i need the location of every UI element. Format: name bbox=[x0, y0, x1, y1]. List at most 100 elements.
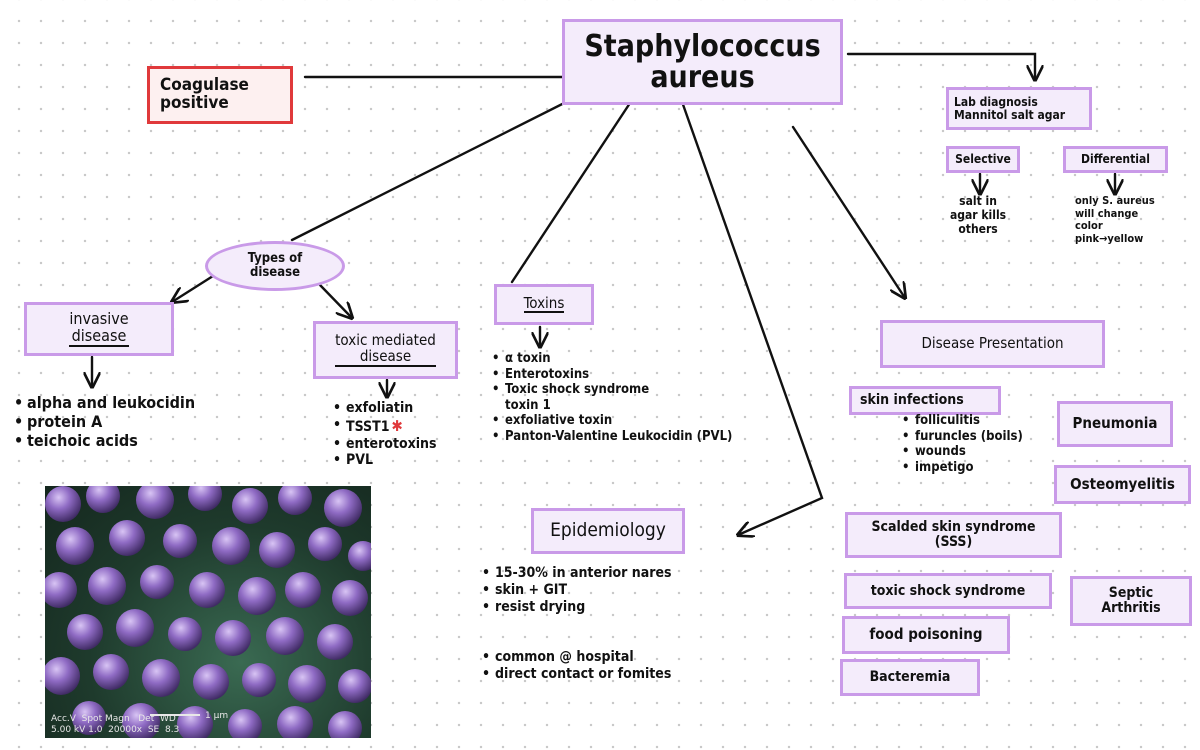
list-item-text: TSST1 bbox=[346, 418, 390, 435]
link-title-lab bbox=[846, 52, 1035, 80]
scalded-skin-label: Scalded skin syndrome (SSS) bbox=[871, 519, 1036, 550]
coccus-cell bbox=[56, 527, 94, 565]
differential-label: Differential bbox=[1081, 152, 1150, 167]
sem-micrograph-image: 1 μm Acc.V Spot Magn Det WD 5.00 kV 1.0 … bbox=[45, 486, 371, 738]
toxic-list: exfoliatin TSST1✱ enterotoxins PVL bbox=[333, 400, 473, 469]
coccus-cell bbox=[189, 572, 225, 608]
coccus-cell bbox=[45, 486, 81, 522]
epidemiology-list-2: common @ hospital direct contact or fomi… bbox=[482, 649, 742, 683]
septic-arthritis-label: Septic Arthritis bbox=[1101, 585, 1161, 616]
list-item: exfoliatin bbox=[333, 400, 473, 417]
toxic-mediated-disease-box: toxic mediated disease bbox=[313, 321, 458, 379]
invasive-heading: invasive disease bbox=[69, 309, 129, 347]
coccus-cell bbox=[67, 614, 103, 650]
coccus-cell bbox=[86, 486, 120, 513]
coccus-cell bbox=[278, 486, 312, 515]
coccus-cell bbox=[232, 488, 268, 524]
pneumonia-label: Pneumonia bbox=[1072, 414, 1158, 433]
epidemiology-box: Epidemiology bbox=[531, 508, 685, 554]
list-item: skin + GIT bbox=[482, 582, 742, 599]
toxins-box: Toxins bbox=[494, 284, 594, 325]
toxins-list: α toxin Enterotoxins Toxic shock syndrom… bbox=[492, 351, 792, 445]
coccus-cell bbox=[285, 572, 321, 608]
list-item: exfoliative toxin bbox=[492, 413, 792, 429]
coccus-cell bbox=[212, 527, 250, 565]
coccus-cell bbox=[136, 486, 174, 519]
selective-note: salt in agar kills others bbox=[950, 194, 1007, 236]
coccus-cell bbox=[338, 669, 371, 703]
list-item: folliculitis bbox=[902, 413, 1062, 429]
osteomyelitis-label: Osteomyelitis bbox=[1070, 474, 1175, 493]
osteomyelitis-box: Osteomyelitis bbox=[1054, 465, 1191, 504]
toxic-heading: toxic mediated disease bbox=[335, 331, 436, 367]
lab-diagnosis-box: Lab diagnosis Mannitol salt agar bbox=[946, 87, 1092, 130]
coccus-cell bbox=[140, 565, 174, 599]
coccus-cell bbox=[277, 706, 313, 738]
toxic-shock-syndrome-box: toxic shock syndrome bbox=[844, 573, 1052, 609]
skin-infections-list: folliculitis furuncles (boils) wounds im… bbox=[902, 413, 1062, 475]
list-item: Toxic shock syndrome toxin 1 bbox=[492, 382, 792, 413]
link-title-presentation bbox=[791, 125, 905, 298]
link-title-types bbox=[290, 83, 602, 242]
coccus-cell bbox=[45, 657, 80, 695]
link-types-toxic bbox=[318, 283, 352, 318]
list-item: alpha and leukocidin bbox=[14, 393, 234, 412]
bacteremia-box: Bacteremia bbox=[840, 659, 980, 696]
list-item: wounds bbox=[902, 444, 1062, 460]
title-text: Staphylococcus aureus bbox=[584, 28, 821, 95]
list-item: impetigo bbox=[902, 460, 1062, 476]
pneumonia-box: Pneumonia bbox=[1057, 401, 1173, 447]
list-item-text: exfoliatin bbox=[346, 400, 414, 416]
invasive-list: alpha and leukocidin protein A teichoic … bbox=[14, 393, 234, 451]
coccus-cell bbox=[238, 577, 276, 615]
coccus-cell bbox=[88, 567, 126, 605]
coccus-cell bbox=[45, 572, 77, 608]
types-of-disease-text: Types of disease bbox=[247, 251, 303, 280]
coccus-cell bbox=[109, 520, 145, 556]
differential-note: only S. aureus will change color pink→ye… bbox=[1075, 194, 1155, 245]
list-item: TSST1✱ bbox=[333, 417, 473, 436]
coccus-cell bbox=[266, 617, 304, 655]
toxins-heading: Toxins bbox=[523, 293, 565, 314]
coccus-cell bbox=[163, 524, 197, 558]
list-item: enterotoxins bbox=[333, 436, 473, 453]
coccus-cell bbox=[328, 711, 362, 738]
list-item: furuncles (boils) bbox=[902, 429, 1062, 445]
scalded-skin-syndrome-box: Scalded skin syndrome (SSS) bbox=[845, 512, 1062, 558]
list-item: α toxin bbox=[492, 351, 792, 367]
red-star-icon: ✱ bbox=[391, 416, 403, 435]
food-poisoning-label: food poisoning bbox=[869, 625, 983, 644]
epidemiology-list-1: 15-30% in anterior nares skin + GIT resi… bbox=[482, 565, 742, 615]
coccus-cell bbox=[332, 580, 368, 616]
list-item: protein A bbox=[14, 412, 234, 431]
invasive-disease-box: invasive disease bbox=[24, 302, 174, 356]
bacteremia-label: Bacteremia bbox=[869, 669, 951, 686]
skin-infections-box: skin infections bbox=[849, 386, 1001, 415]
title-box-staphylococcus-aureus: Staphylococcus aureus bbox=[562, 19, 843, 105]
selective-label: Selective bbox=[955, 152, 1011, 167]
coccus-cell bbox=[93, 654, 129, 690]
link-title-toxins bbox=[510, 98, 634, 284]
coccus-cell bbox=[193, 664, 229, 700]
coccus-cell bbox=[324, 489, 362, 527]
list-item: Panton-Valentine Leukocidin (PVL) bbox=[492, 429, 792, 445]
list-item: PVL bbox=[333, 452, 473, 469]
epidemiology-heading: Epidemiology bbox=[550, 519, 666, 542]
coccus-cell bbox=[168, 617, 202, 651]
toxic-shock-label: toxic shock syndrome bbox=[870, 582, 1026, 599]
lab-heading: Lab diagnosis Mannitol salt agar bbox=[954, 94, 1066, 122]
list-item: 15-30% in anterior nares bbox=[482, 565, 742, 582]
coagulase-positive-box: Coagulase positive bbox=[147, 66, 293, 124]
link-title-epidemiology bbox=[678, 94, 824, 535]
coccus-cell bbox=[72, 701, 106, 735]
differential-box: Differential bbox=[1063, 146, 1168, 173]
food-poisoning-box: food poisoning bbox=[842, 616, 1010, 654]
coccus-cell bbox=[242, 663, 276, 697]
coccus-cell bbox=[188, 486, 222, 511]
list-item-text: PVL bbox=[346, 452, 374, 469]
list-item: common @ hospital bbox=[482, 649, 742, 666]
disease-presentation-box: Disease Presentation bbox=[880, 320, 1105, 368]
types-of-disease-ellipse: Types of disease bbox=[205, 241, 345, 291]
selective-box: Selective bbox=[946, 146, 1020, 173]
coccus-cell bbox=[122, 703, 160, 738]
